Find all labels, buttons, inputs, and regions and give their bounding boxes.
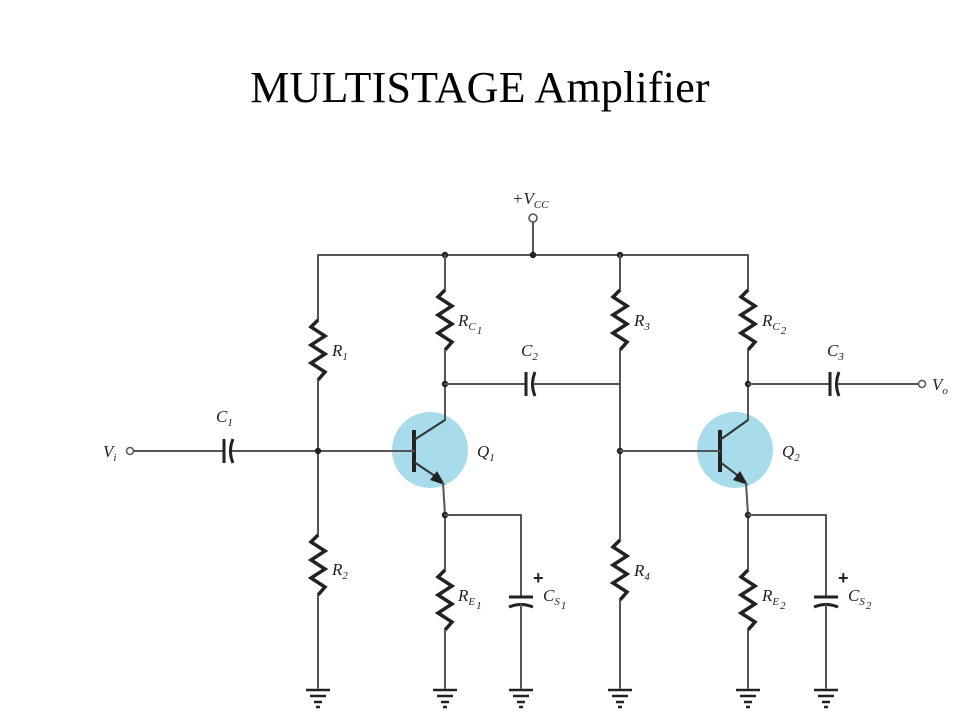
page-title: MULTISTAGE Amplifier <box>250 63 710 112</box>
rc1-resistor <box>434 254 456 421</box>
c3-capacitor <box>747 371 927 397</box>
re1-label: RE1 <box>457 586 482 612</box>
q1-label: Q1 <box>477 442 495 464</box>
vi-label: Vi <box>103 442 116 464</box>
supply-rail <box>317 213 749 259</box>
q1-highlight <box>392 412 468 488</box>
vcc-label: +VCC <box>512 189 549 211</box>
q1-transistor <box>409 419 446 516</box>
re2-label: RE2 <box>761 586 786 612</box>
cs1-polarity: + <box>533 568 544 588</box>
re1-resistor <box>434 511 456 689</box>
r4-label: R4 <box>633 561 650 583</box>
vo-label: Vo <box>932 375 948 397</box>
re2-resistor <box>737 511 759 689</box>
cs2-label: CS2 <box>848 586 872 612</box>
cs2-polarity: + <box>838 568 849 588</box>
c2-label: C2 <box>521 341 538 363</box>
r1-resistor <box>307 254 329 536</box>
rc2-label: RC2 <box>761 311 787 337</box>
rc2-resistor <box>737 254 759 421</box>
c1-label: C1 <box>216 407 233 429</box>
rc1-label: RC1 <box>457 311 482 337</box>
r4-resistor <box>609 538 631 689</box>
c1-capacitor <box>222 438 235 464</box>
c2-capacitor <box>444 371 621 397</box>
r2-label: R2 <box>331 560 348 582</box>
c3-label: C3 <box>827 341 844 363</box>
ground-symbols <box>306 688 838 709</box>
cs1-capacitor <box>444 514 534 689</box>
r3-label: R3 <box>633 311 650 333</box>
q2-transistor <box>715 419 749 516</box>
r2-resistor <box>307 533 329 689</box>
r1-label: R1 <box>331 341 348 363</box>
input-line <box>125 446 411 456</box>
q2-highlight <box>697 412 773 488</box>
cs2-capacitor <box>747 514 839 689</box>
cs1-label: CS1 <box>543 586 566 612</box>
q2-label: Q2 <box>782 442 800 464</box>
r3-resistor <box>609 254 717 541</box>
